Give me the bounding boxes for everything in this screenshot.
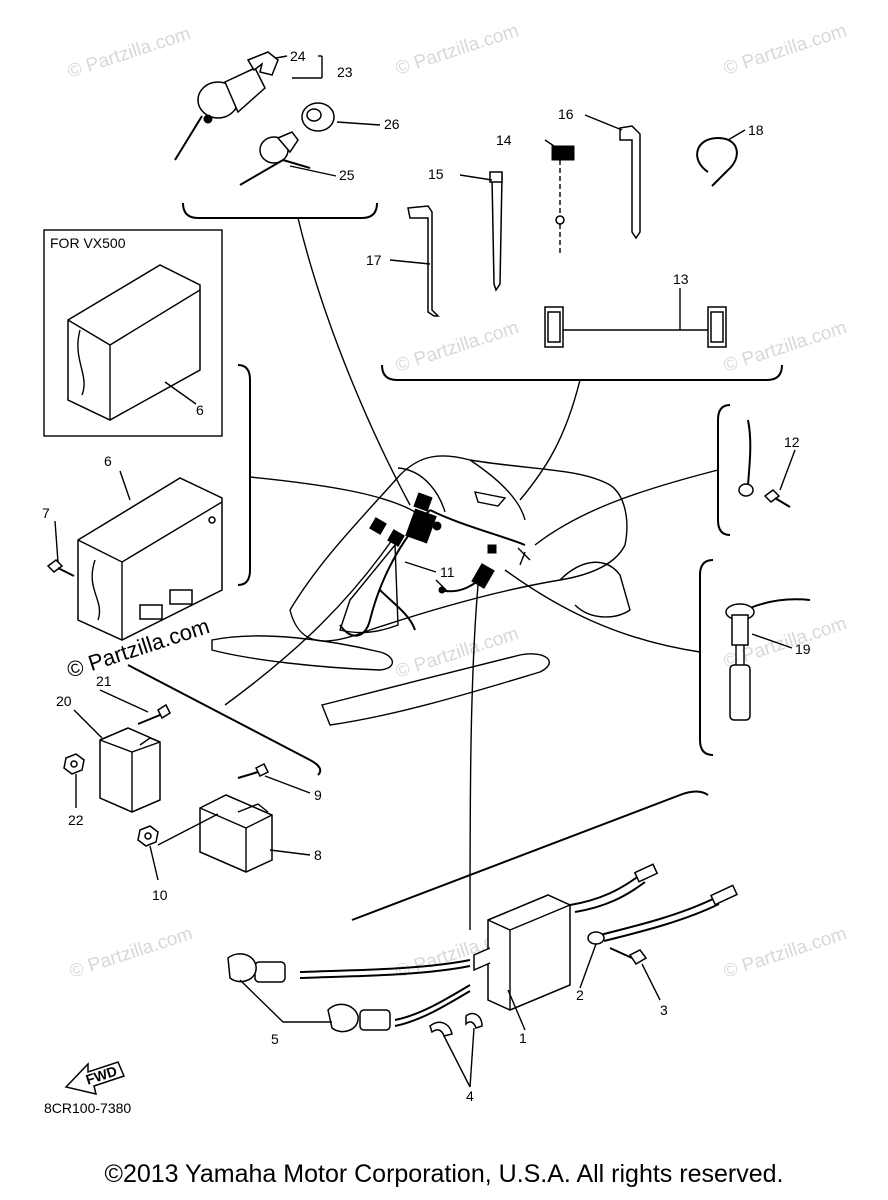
ground-lead-12 bbox=[738, 419, 791, 508]
nut-22 bbox=[63, 753, 85, 775]
band-14 bbox=[551, 145, 575, 255]
plug-cap-upper bbox=[227, 953, 471, 983]
callout-9: 9 bbox=[314, 787, 322, 803]
callout-4: 4 bbox=[466, 1088, 474, 1104]
watermark: © Partzilla.com bbox=[721, 923, 849, 983]
vx500-variant-box: FOR VX500 bbox=[43, 229, 223, 437]
watermark: © Partzilla.com bbox=[721, 20, 849, 80]
callout-11: 11 bbox=[440, 564, 455, 580]
wire-harness-11 bbox=[339, 492, 531, 637]
bolt-7 bbox=[46, 559, 75, 577]
nut-10 bbox=[137, 825, 159, 847]
callout-labels: 1 2 3 4 5 6 6 7 8 9 10 11 12 13 14 15 16… bbox=[42, 48, 811, 1104]
leader-lines bbox=[224, 217, 719, 931]
copyright-notice: ©2013 Yamaha Motor Corporation, U.S.A. A… bbox=[104, 1160, 784, 1188]
callout-3: 3 bbox=[660, 1002, 668, 1018]
callout-1: 1 bbox=[519, 1030, 527, 1046]
callout-8: 8 bbox=[314, 847, 322, 863]
drawing-code: 8CR100-7380 bbox=[44, 1100, 131, 1116]
callout-16: 16 bbox=[558, 106, 574, 122]
bolt-3 bbox=[609, 947, 648, 966]
hv-lead-upper bbox=[569, 863, 659, 913]
clip-18 bbox=[696, 136, 738, 187]
watermark: © Partzilla.com bbox=[67, 923, 195, 983]
cdi-unit-6 bbox=[77, 477, 223, 641]
bolt-21 bbox=[137, 703, 171, 725]
callout-10: 10 bbox=[152, 887, 168, 903]
sensor-19 bbox=[725, 598, 811, 721]
rectifier-20 bbox=[99, 727, 161, 813]
callout-25: 25 bbox=[339, 167, 355, 183]
callout-2: 2 bbox=[576, 987, 584, 1003]
callout-26: 26 bbox=[384, 116, 400, 132]
watermark: © Partzilla.com bbox=[393, 317, 521, 377]
plug-cap-lower bbox=[327, 984, 471, 1033]
callout-17: 17 bbox=[366, 252, 382, 268]
callout-12: 12 bbox=[784, 434, 800, 450]
callout-20: 20 bbox=[56, 693, 72, 709]
callout-7: 7 bbox=[42, 505, 50, 521]
band-13 bbox=[544, 306, 727, 348]
callout-6-vx500: 6 bbox=[196, 402, 204, 418]
callout-24: 24 bbox=[290, 48, 306, 64]
band-17 bbox=[407, 205, 440, 317]
watermark: © Partzilla.com bbox=[393, 623, 521, 683]
callout-6: 6 bbox=[104, 453, 112, 469]
watermark: © Partzilla.com bbox=[65, 23, 193, 83]
main-switch-23 bbox=[174, 51, 279, 161]
callout-15: 15 bbox=[428, 166, 444, 182]
callout-23: 23 bbox=[337, 64, 353, 80]
callout-13: 13 bbox=[673, 271, 689, 287]
regulator-8 bbox=[199, 794, 273, 873]
bracket-2 bbox=[587, 931, 605, 945]
kill-switch-25 bbox=[239, 131, 311, 186]
snowmobile-outline bbox=[211, 455, 631, 726]
band-16 bbox=[619, 125, 641, 240]
fwd-arrow-icon: FWD bbox=[64, 1061, 126, 1096]
callout-22: 22 bbox=[68, 812, 84, 828]
callout-19: 19 bbox=[795, 641, 811, 657]
callout-18: 18 bbox=[748, 122, 764, 138]
hv-lead-right bbox=[599, 884, 738, 942]
callout-leaders bbox=[54, 55, 796, 1088]
watermark: © Partzilla.com bbox=[721, 317, 849, 377]
bolt-9 bbox=[237, 762, 270, 779]
watermark: © Partzilla.com bbox=[393, 20, 521, 80]
band-15 bbox=[489, 171, 503, 292]
variant-box-label: FOR VX500 bbox=[50, 235, 126, 251]
callout-5: 5 bbox=[271, 1031, 279, 1047]
group-brackets bbox=[127, 202, 783, 921]
ignition-coil-1 bbox=[473, 894, 571, 1011]
callout-21: 21 bbox=[96, 673, 112, 689]
callout-14: 14 bbox=[496, 132, 512, 148]
nut-26 bbox=[301, 102, 335, 132]
